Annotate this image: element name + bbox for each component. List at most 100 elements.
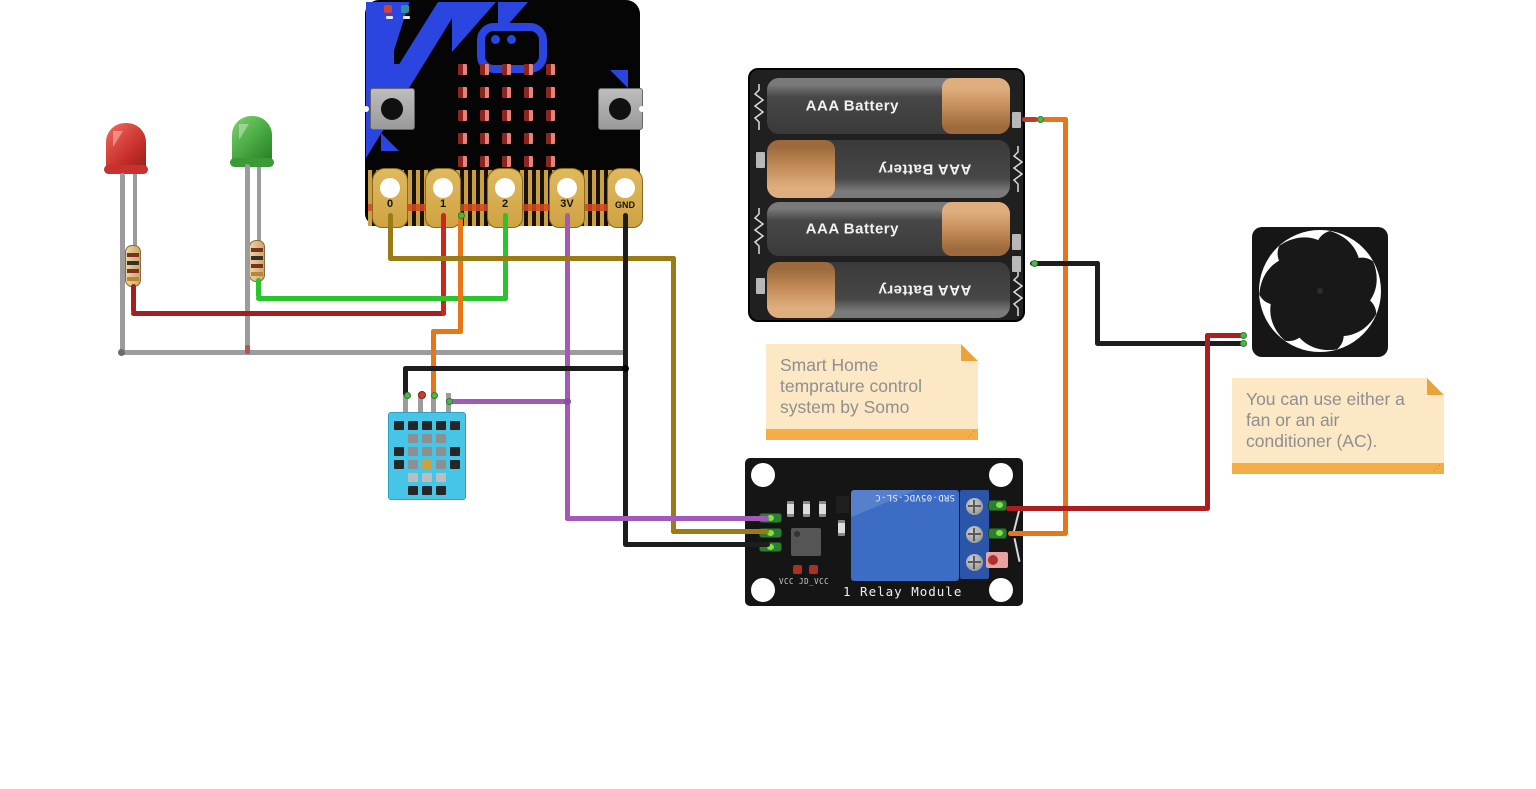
wire-green-led-cathode[interactable] bbox=[245, 164, 250, 355]
hole-left bbox=[363, 106, 369, 112]
wire-fan-red-lead[interactable] bbox=[1205, 333, 1245, 338]
note-text: Smart Home temprature control system by … bbox=[780, 355, 923, 417]
wire-battery-to-fan-black[interactable] bbox=[1095, 341, 1245, 346]
hole-right bbox=[639, 106, 645, 112]
wire-gnd-to-dht11-drop[interactable] bbox=[403, 366, 408, 396]
note-title[interactable]: Smart Home temprature control system by … bbox=[766, 344, 978, 440]
wire-pin0-drop[interactable] bbox=[671, 256, 676, 534]
wire-pin1-to-red-led[interactable] bbox=[131, 311, 446, 316]
wire-battery-negative-drop[interactable] bbox=[1095, 261, 1100, 345]
matrix-led bbox=[458, 156, 467, 167]
battery-spring bbox=[1012, 270, 1024, 316]
relay-com-pad bbox=[988, 528, 1007, 539]
matrix-led bbox=[458, 133, 467, 144]
button-b[interactable] bbox=[598, 88, 643, 130]
wire-battery-positive-tip[interactable] bbox=[1022, 117, 1038, 122]
dht11-grid-cell bbox=[408, 473, 418, 482]
wire-green-led-lead[interactable] bbox=[256, 278, 261, 298]
note-resize-grip[interactable]: ⋰ bbox=[967, 430, 975, 439]
matrix-led bbox=[524, 156, 533, 167]
terminal-screw[interactable] bbox=[966, 498, 983, 515]
wire-led-ground-bus[interactable] bbox=[120, 350, 628, 355]
wire-red-led-lead[interactable] bbox=[131, 284, 136, 313]
dht11-grid-cell bbox=[422, 434, 432, 443]
pin-2-hole bbox=[495, 178, 515, 198]
red-led[interactable] bbox=[106, 123, 146, 173]
dht11-grid-cell bbox=[408, 447, 418, 456]
matrix-led bbox=[524, 87, 533, 98]
wire-gnd-to-relay[interactable] bbox=[623, 542, 770, 547]
cap-fan-red-lead bbox=[1240, 332, 1247, 339]
wire-battery-to-relay-com[interactable] bbox=[1008, 531, 1066, 536]
wire-dht11-data-drop[interactable] bbox=[431, 329, 436, 399]
smd-component bbox=[838, 520, 845, 536]
wire-pin0-to-relay-in[interactable] bbox=[671, 529, 769, 534]
dht11-grid-cell bbox=[436, 447, 446, 456]
matrix-led bbox=[546, 156, 555, 167]
relay-part-number: SRD-05VDC-SL-C bbox=[874, 492, 955, 502]
note-fan-hint[interactable]: You can use either a fan or an air condi… bbox=[1232, 378, 1444, 474]
battery-terminal-tab-positive bbox=[1012, 112, 1021, 128]
button-a[interactable] bbox=[370, 88, 415, 130]
dht11-grid-cell bbox=[422, 447, 432, 456]
wire-pin0-vertical[interactable] bbox=[388, 213, 393, 261]
junction-green-cathode bbox=[245, 345, 250, 354]
wire-pin2-to-green-led[interactable] bbox=[256, 296, 508, 301]
dht11-grid-cell bbox=[394, 486, 404, 495]
dht11-grid-cell bbox=[436, 473, 446, 482]
pin-0-hole bbox=[380, 178, 400, 198]
transistor bbox=[836, 496, 849, 513]
cap-dht-pin1 bbox=[404, 392, 411, 399]
wire-fan-red-drop[interactable] bbox=[1205, 333, 1210, 511]
wire-gnd-to-dht11-horizontal[interactable] bbox=[403, 366, 628, 371]
wire-gnd-vertical[interactable] bbox=[623, 213, 628, 546]
microbit-power-led bbox=[384, 5, 392, 13]
fan[interactable] bbox=[1250, 225, 1390, 359]
matrix-led bbox=[524, 110, 533, 121]
wire-dht11-data-vertical[interactable] bbox=[458, 212, 463, 334]
microbit-board[interactable]: 0 1 2 3V GND bbox=[363, 0, 645, 228]
dht11-grid-cell bbox=[394, 434, 404, 443]
ic-chip bbox=[791, 528, 821, 556]
cap-fan-black-lead bbox=[1240, 340, 1247, 347]
wire-3v-to-relay-vcc[interactable] bbox=[565, 516, 769, 521]
note-bar bbox=[766, 429, 978, 440]
dht11-grid-cell bbox=[408, 421, 418, 430]
cap-battery-negative bbox=[1031, 260, 1038, 267]
mounting-hole bbox=[751, 463, 775, 487]
wire-red-led-cathode[interactable] bbox=[120, 173, 125, 355]
matrix-led bbox=[458, 87, 467, 98]
vcc-caption: VCC JD_VCC bbox=[779, 577, 830, 586]
wire-3v-to-dht11[interactable] bbox=[448, 399, 570, 404]
wire-battery-negative[interactable] bbox=[1030, 261, 1100, 266]
green-led-anode-leg bbox=[257, 163, 261, 242]
battery-pack[interactable]: AAA Battery AAA Battery AAA Battery AAA … bbox=[748, 68, 1025, 322]
wire-battery-positive[interactable] bbox=[1042, 117, 1068, 122]
dht11-grid bbox=[394, 421, 460, 495]
relay-module[interactable]: VCC JD_VCC SRD-05VDC-SL-C 1 Relay Module bbox=[745, 458, 1023, 606]
cap-battery-positive bbox=[1037, 116, 1044, 123]
terminal-screw[interactable] bbox=[966, 526, 983, 543]
wire-pin1-vertical[interactable] bbox=[441, 213, 446, 316]
pin-gnd-hole bbox=[615, 178, 635, 198]
dht11-grid-cell bbox=[394, 473, 404, 482]
matrix-led bbox=[480, 64, 489, 75]
wire-pin0-horizontal[interactable] bbox=[388, 256, 676, 261]
jumper-pin bbox=[809, 565, 818, 574]
red-led-resistor[interactable] bbox=[125, 245, 141, 287]
green-led-resistor[interactable] bbox=[249, 240, 265, 282]
mounting-hole bbox=[751, 578, 775, 602]
wire-battery-positive-drop[interactable] bbox=[1063, 117, 1068, 536]
pin-3v-hole bbox=[557, 178, 577, 198]
wire-fan-to-relay-no[interactable] bbox=[1006, 506, 1208, 511]
note-resize-grip[interactable]: ⋰ bbox=[1433, 464, 1441, 473]
green-led[interactable] bbox=[232, 116, 272, 166]
terminal-screw[interactable] bbox=[966, 554, 983, 571]
battery-label: AAA Battery bbox=[805, 220, 899, 238]
note-bar bbox=[1232, 463, 1444, 474]
wire-dht11-data-jog[interactable] bbox=[431, 329, 463, 334]
battery-terminal-tab bbox=[1012, 234, 1021, 250]
note-text: You can use either a fan or an air condi… bbox=[1246, 389, 1405, 451]
module-caption: 1 Relay Module bbox=[843, 584, 963, 599]
fan-blades bbox=[1259, 231, 1377, 351]
